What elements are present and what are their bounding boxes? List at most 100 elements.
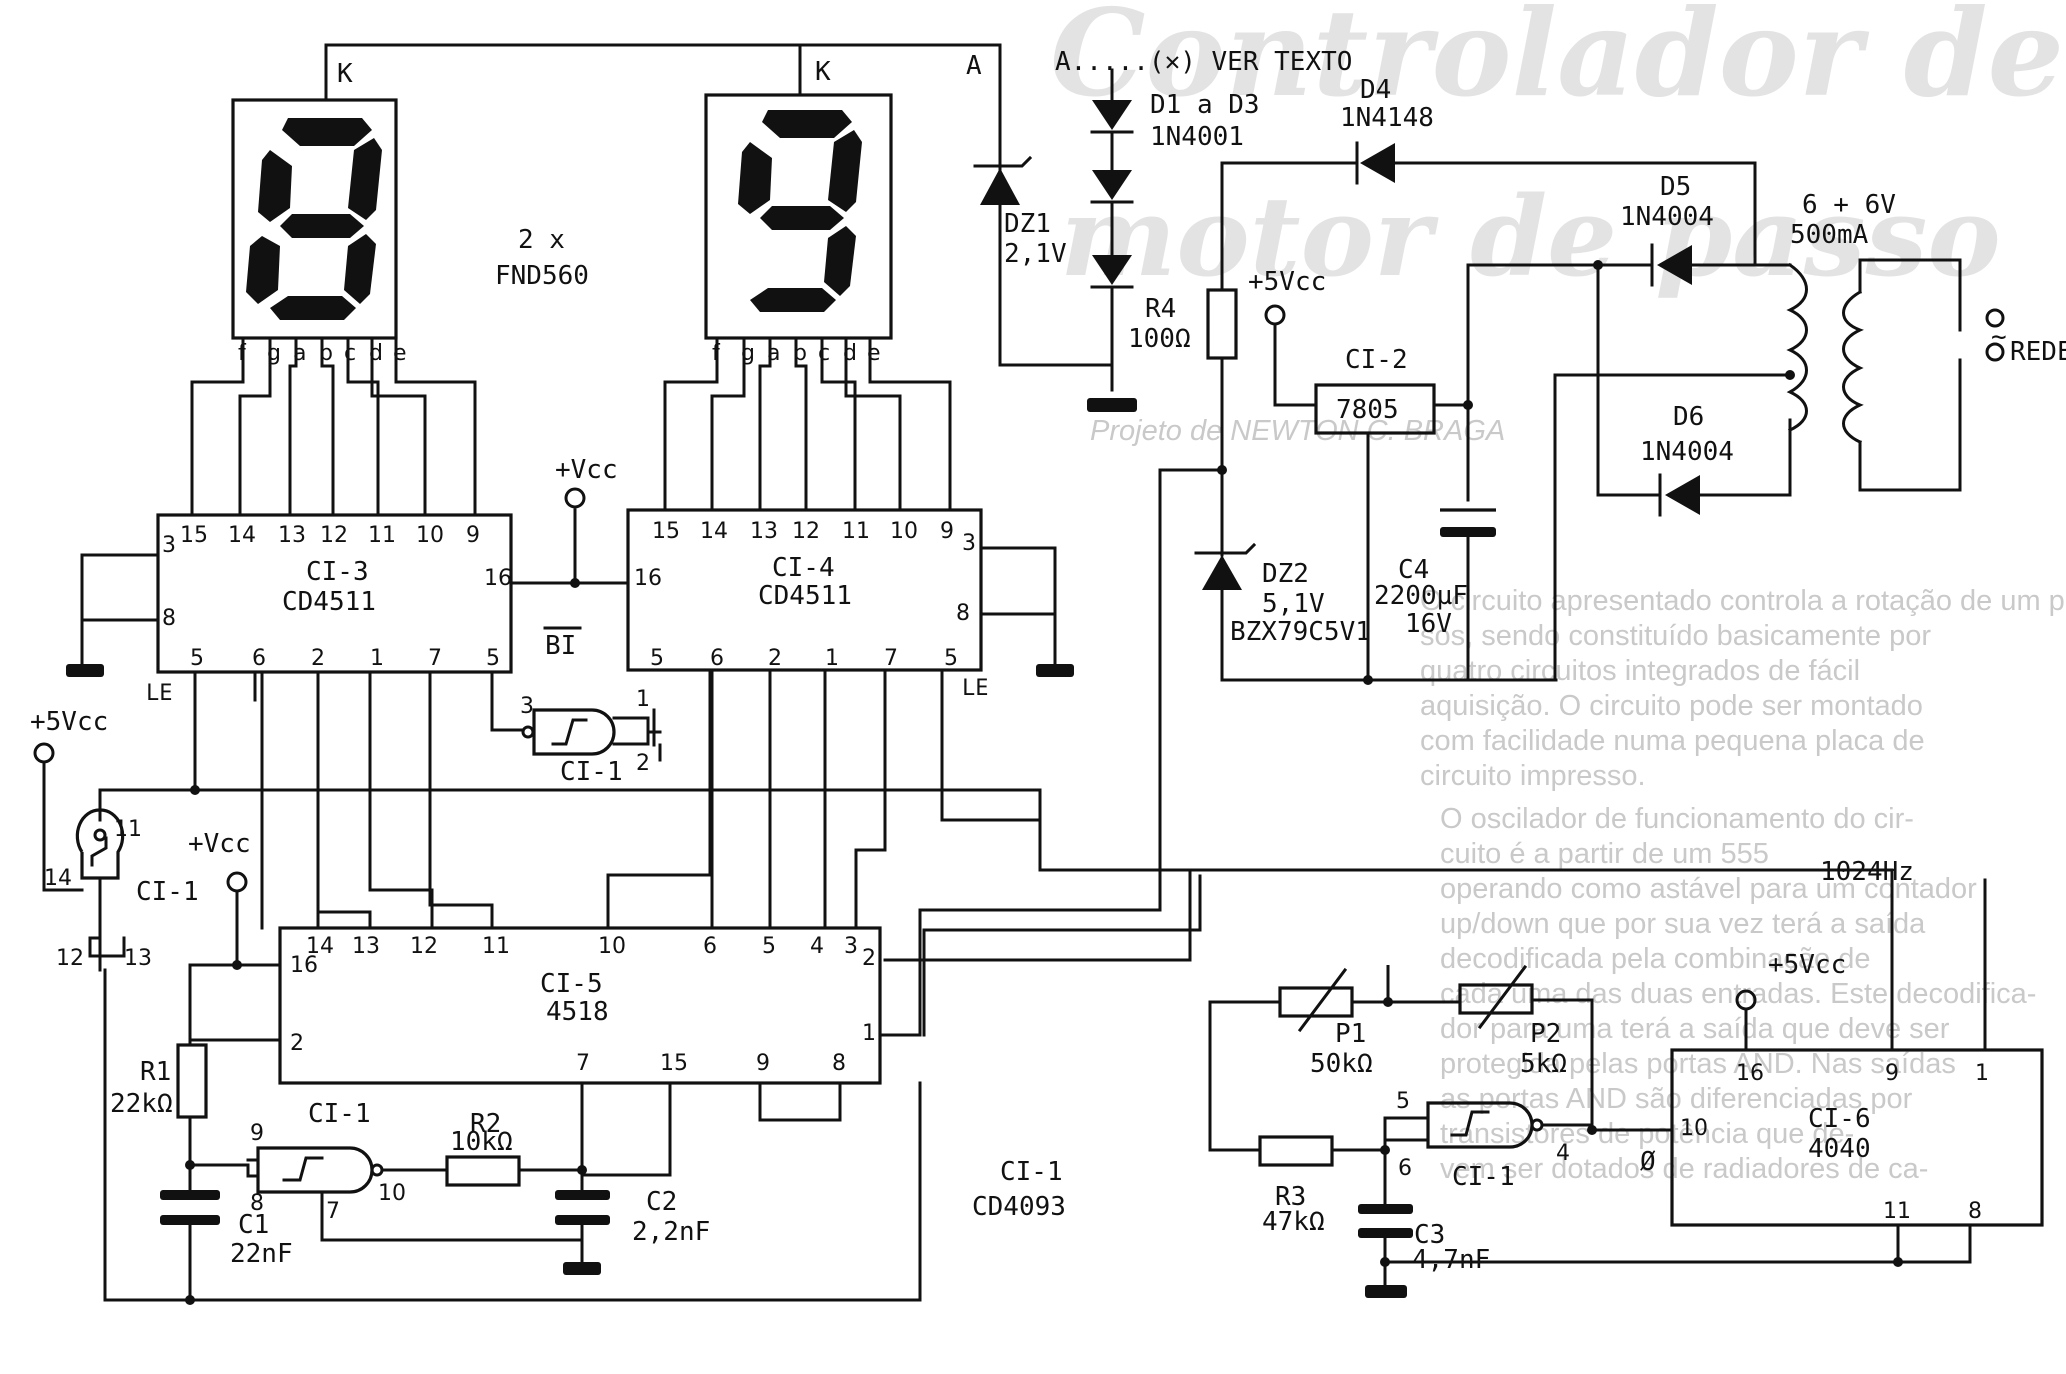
bleed-para1-0: O circuito apresentado controla a rotaçã…: [1420, 585, 2066, 617]
svg-text:CI-1: CI-1: [308, 1099, 371, 1129]
bleed-through-text: Controlador de motor de passo Projeto de…: [1050, 0, 2066, 1185]
svg-text:11: 11: [114, 817, 142, 842]
ci1-gate-clock: CI-1 5 6 4 Ø: [1396, 1089, 1656, 1192]
diode-chain: [1090, 100, 1134, 289]
c2-capacitor: C2 2,2nF: [555, 1168, 710, 1275]
display-left: K: [231, 59, 398, 340]
svg-text:7: 7: [326, 1199, 340, 1224]
bleed-credit: Projeto de NEWTON C. BRAGA: [1090, 415, 1505, 447]
clock-vcc: +5Vcc: [1768, 950, 1846, 980]
p1-pot: P1 50kΩ: [1278, 967, 1373, 1079]
ci1-part: CD4093: [972, 1192, 1066, 1222]
svg-text:CI-6: CI-6: [1808, 1104, 1871, 1134]
clock-freq: 1024Hz: [1820, 857, 1914, 887]
svg-text:15: 15: [660, 1051, 688, 1076]
svg-text:7: 7: [428, 646, 442, 671]
display-left-body: [231, 98, 398, 340]
bleed-para1-1: sos, sendo constituído basicamente por: [1420, 620, 1931, 652]
svg-text:1: 1: [1975, 1061, 1989, 1086]
svg-text:2: 2: [636, 751, 650, 776]
dz1-zener: DZ1 2,1V: [973, 155, 1067, 269]
svg-text:2: 2: [311, 646, 325, 671]
bleed-para2-7: protegida pelas portas AND. Nas saídas: [1440, 1048, 1956, 1080]
svg-text:2: 2: [768, 646, 782, 671]
ci3-le: LE: [146, 681, 173, 706]
svg-text:C4: C4: [1398, 555, 1429, 585]
anode-label: A: [966, 51, 982, 81]
svg-text:5: 5: [650, 646, 664, 671]
r4-name: R4: [1145, 294, 1176, 324]
svg-text:CI-1: CI-1: [1452, 1162, 1515, 1192]
ci1-gate-left: +5Vcc 11 14 12 13 CI-1: [30, 707, 199, 971]
bleed-para2-6: dor para uma terá a saída que deve ser: [1440, 1013, 1950, 1045]
svg-text:4: 4: [1556, 1141, 1570, 1166]
svg-text:10: 10: [598, 934, 626, 959]
svg-text:10: 10: [890, 519, 918, 544]
r2-resistor: R2 10kΩ: [445, 1109, 521, 1187]
svg-text:11: 11: [842, 519, 870, 544]
svg-text:16: 16: [1736, 1061, 1764, 1086]
svg-text:P1: P1: [1335, 1019, 1366, 1049]
svg-text:500mA: 500mA: [1790, 220, 1869, 250]
svg-text:2200µF: 2200µF: [1374, 581, 1468, 611]
svg-text:6: 6: [1398, 1156, 1412, 1181]
power-vcc: +5Vcc: [1248, 267, 1326, 297]
svg-text:C3: C3: [1414, 1220, 1445, 1250]
svg-text:47kΩ: 47kΩ: [1262, 1207, 1325, 1237]
svg-text:4: 4: [810, 934, 824, 959]
svg-text:R3: R3: [1275, 1182, 1306, 1212]
bi-vcc: +Vcc: [555, 455, 618, 485]
svg-text:50kΩ: 50kΩ: [1310, 1049, 1373, 1079]
display-right-k: K: [815, 57, 831, 87]
d4-diode: D4 1N4148: [1340, 75, 1434, 185]
ci1-gate-osc: CI-1 9 8 7 10: [250, 1099, 406, 1224]
svg-text:10: 10: [378, 1181, 406, 1206]
svg-text:10kΩ: 10kΩ: [450, 1127, 513, 1157]
dz2-zener: DZ2 5,1V BZX79C5V1: [1194, 542, 1371, 647]
svg-text:11: 11: [1883, 1199, 1911, 1224]
ci3-chip: CI-3 CD4511 15 14 13 12 11 10 9 3 8 16 5…: [146, 513, 513, 706]
r1-resistor: R1 22kΩ: [110, 1043, 208, 1119]
svg-text:R2: R2: [470, 1109, 501, 1139]
ci1-name: CI-1: [1000, 1157, 1063, 1187]
svg-text:DZ1: DZ1: [1004, 209, 1051, 239]
svg-text:9: 9: [1885, 1061, 1899, 1086]
ci5-name: CI-5: [540, 969, 603, 999]
svg-text:1: 1: [636, 687, 650, 712]
ci3-part: CD4511: [282, 587, 376, 617]
svg-text:4,7nF: 4,7nF: [1412, 1245, 1490, 1275]
svg-text:11: 11: [482, 934, 510, 959]
svg-text:13: 13: [124, 946, 152, 971]
svg-text:16: 16: [484, 566, 512, 591]
svg-text:7805: 7805: [1336, 395, 1399, 425]
svg-text:5: 5: [486, 646, 500, 671]
bi-label: BI: [545, 631, 576, 661]
bleed-para1-3: aquisição. O circuito pode ser montado: [1420, 690, 1923, 722]
svg-text:P2: P2: [1530, 1019, 1561, 1049]
svg-text:10: 10: [1680, 1116, 1708, 1141]
d1-name: D1 a D3: [1150, 90, 1260, 120]
svg-text:14: 14: [306, 934, 334, 959]
ci4-chip: CI-4 CD4511 15 14 13 12 11 10 9 3 8 16 5…: [626, 508, 989, 701]
ci5-part: 4518: [546, 997, 609, 1027]
bleed-para2-3: up/down que por sua vez terá a saída: [1440, 908, 1926, 940]
svg-text:12: 12: [320, 523, 348, 548]
d5-diode: D5 1N4004: [1620, 172, 1714, 287]
bleed-para2-10: vem ser dotados de radiadores de ca-: [1440, 1153, 1928, 1185]
svg-text:4040: 4040: [1808, 1134, 1871, 1164]
bleed-para1-4: com facilidade numa pequena placa de: [1420, 725, 1925, 757]
display-count-label: 2 x: [518, 225, 565, 255]
svg-text:13: 13: [750, 519, 778, 544]
svg-text:8: 8: [832, 1051, 846, 1076]
svg-text:C1: C1: [238, 1210, 269, 1240]
svg-text:9: 9: [466, 523, 480, 548]
svg-text:C2: C2: [646, 1187, 677, 1217]
svg-text:15: 15: [180, 523, 208, 548]
pin-c: c: [344, 341, 356, 366]
svg-text:10: 10: [416, 523, 444, 548]
svg-text:6: 6: [252, 646, 266, 671]
svg-text:14: 14: [44, 866, 72, 891]
svg-text:1N4004: 1N4004: [1640, 437, 1734, 467]
svg-text:22nF: 22nF: [230, 1239, 293, 1269]
